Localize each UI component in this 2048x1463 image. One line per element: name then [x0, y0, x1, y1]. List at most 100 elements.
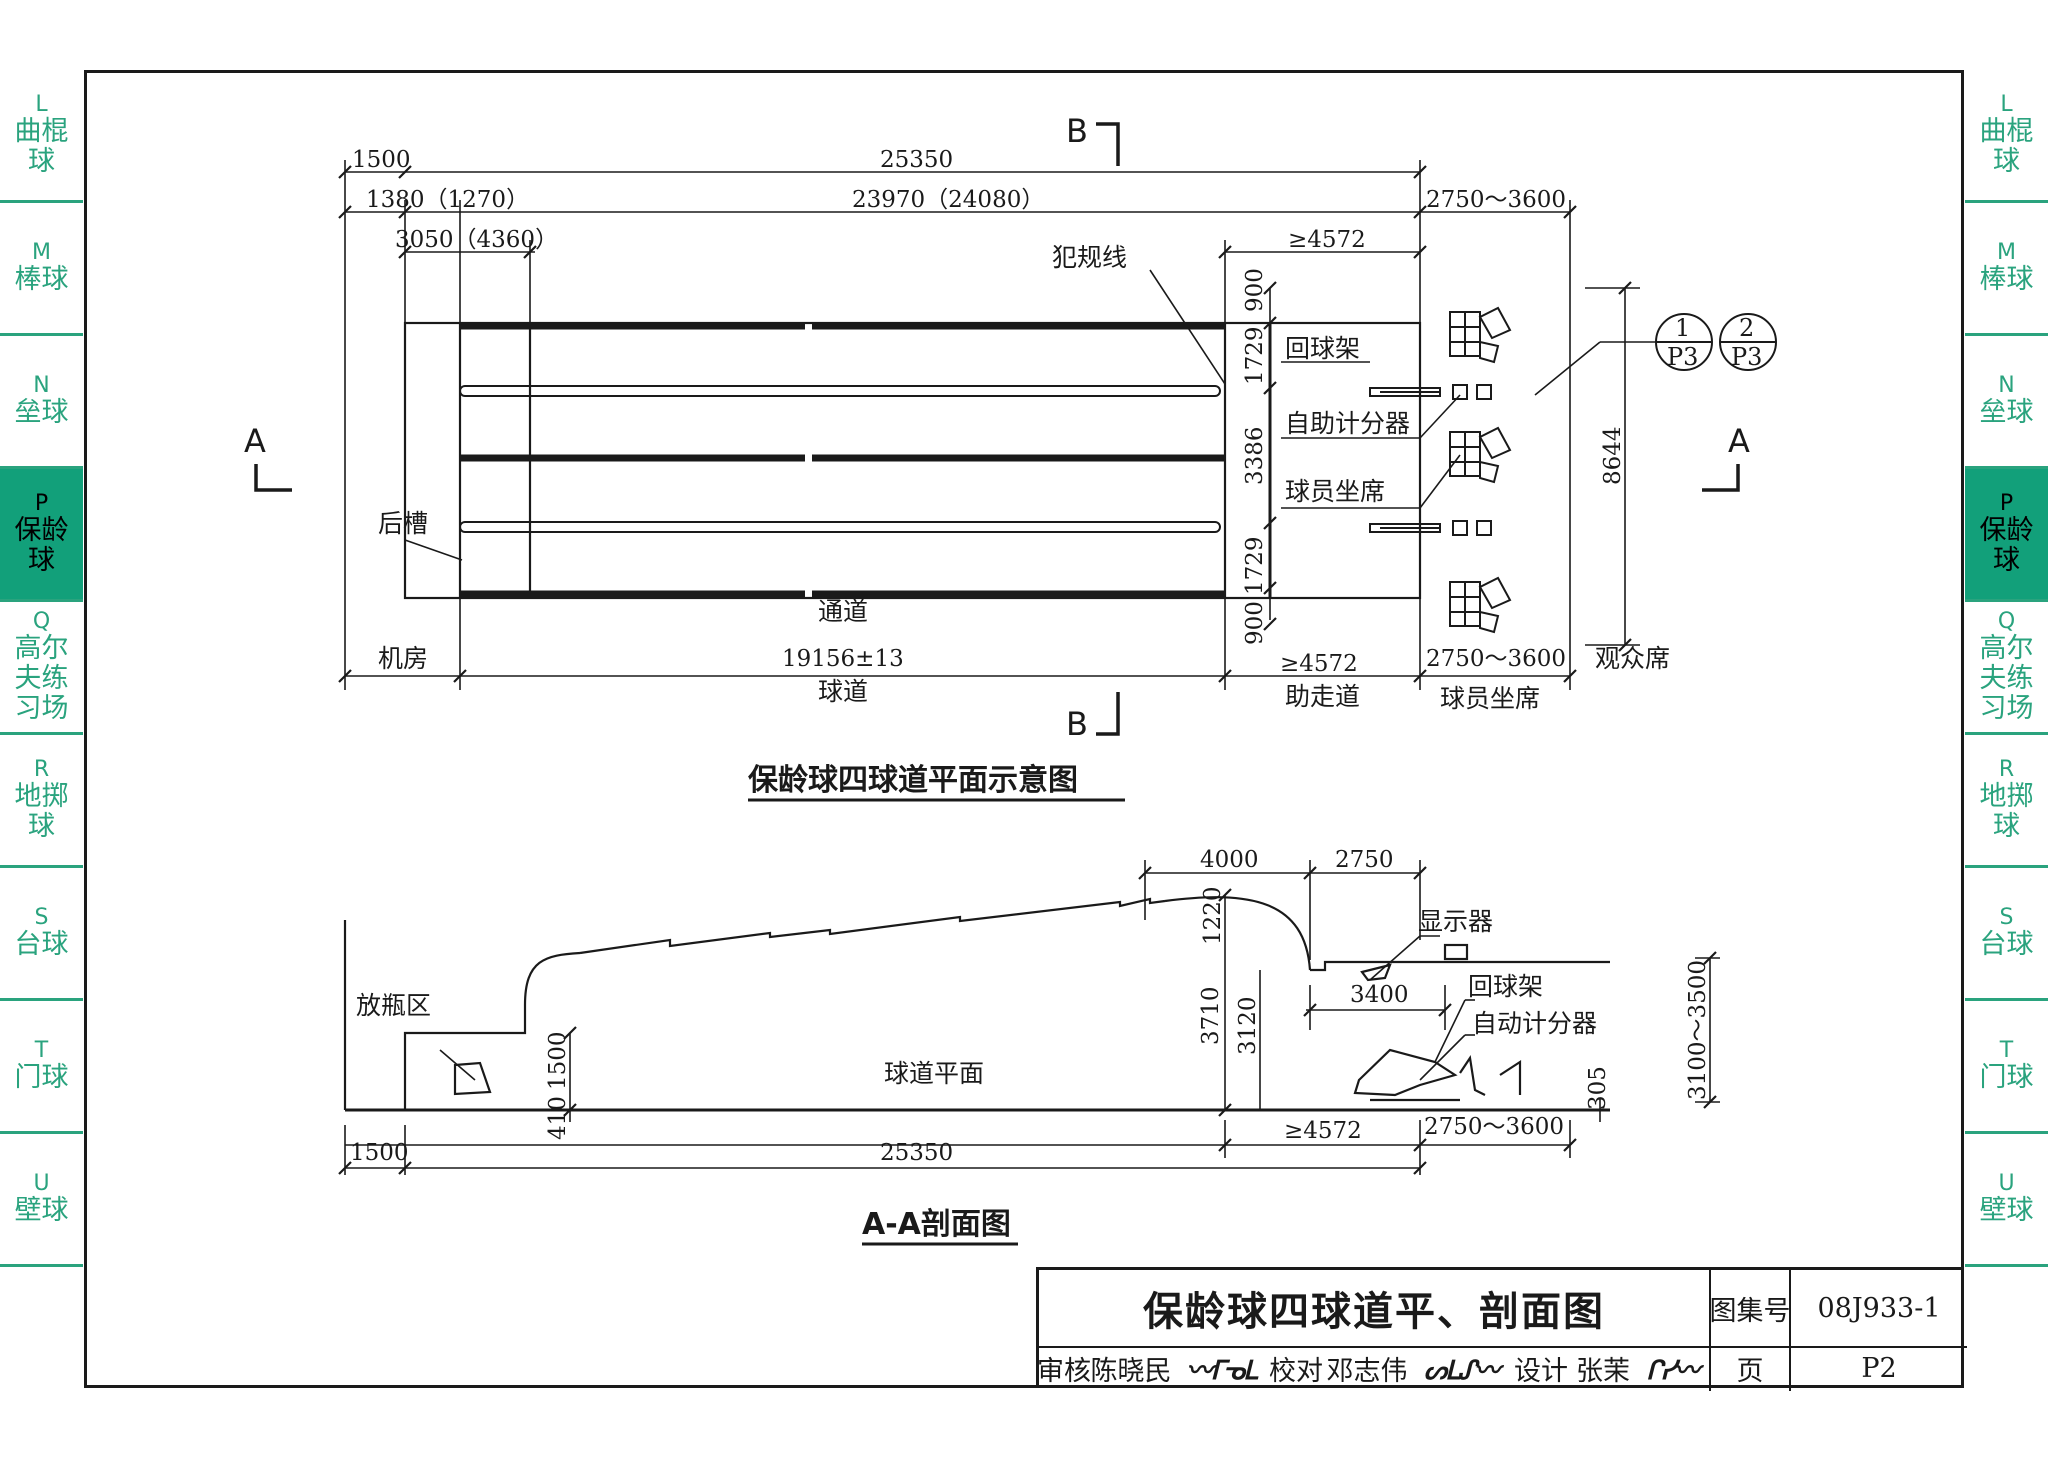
dim-1729-bot: 1729 [1242, 536, 1268, 595]
side-tab-code: U [33, 1171, 50, 1196]
dim-2750-3600-top: 2750～3600 [1426, 187, 1566, 213]
side-tab-name: 高尔夫练习场 [1979, 633, 2034, 724]
plan-caption: 保龄球四球道平面示意图 [748, 763, 1078, 798]
side-tab-code: U [1998, 1171, 2015, 1196]
side-tab-name: 壁球 [14, 1195, 69, 1226]
label-lane-surface: 球道平面 [884, 1059, 984, 1088]
side-tab-name: 棒球 [1979, 264, 2034, 295]
sec-dim-1220: 1220 [1200, 886, 1226, 945]
review-label: 审核 [1037, 1356, 1091, 1387]
dim-3386: 3386 [1242, 426, 1268, 485]
section-mark-a-right: A [1728, 422, 1750, 460]
side-tab-name: 台球 [14, 929, 69, 960]
side-tab-code: Q [32, 609, 51, 634]
side-tab-code: R [1998, 757, 2015, 782]
sec-dim-2750-3600: 2750～3600 [1424, 1114, 1564, 1140]
sec-dim-1500: 1500 [350, 1140, 409, 1166]
dim-23970: 23970（24080） [852, 187, 1044, 213]
design-label: 设计 [1514, 1356, 1568, 1387]
side-tab-name: 高尔夫练习场 [14, 633, 69, 724]
side-tab-code: S [34, 905, 49, 930]
reviewer-signature: 〰ᒥᓀᒪ [1186, 1356, 1257, 1386]
dim-3050: 3050（4360） [395, 227, 558, 253]
designer-signature: ᒋᓯ〰 [1635, 1346, 1711, 1391]
side-tab-code: Q [1997, 609, 2016, 634]
dim-19156: 19156±13 [782, 646, 904, 672]
side-tab-name: 门球 [14, 1062, 69, 1093]
page-label: 页 [1711, 1346, 1791, 1391]
side-tab-code: T [34, 1038, 49, 1063]
detail-ref-2-num: 2 [1739, 314, 1754, 342]
section-mark-b-bottom: B [1066, 705, 1088, 743]
dim-4572-bot: ≥4572 [1280, 651, 1358, 677]
designer-name: 张茉 [1576, 1356, 1630, 1387]
section-caption: A-A剖面图 [862, 1207, 1011, 1242]
dim-8644: 8644 [1600, 426, 1626, 485]
sec-dim-3710: 3710 [1198, 986, 1224, 1045]
section-mark-b-top: B [1066, 112, 1088, 150]
side-tab-name: 保龄球 [1979, 515, 2034, 576]
plan-view [254, 122, 1777, 736]
check-label: 校对 [1269, 1356, 1323, 1387]
title-block: 保龄球四球道平、剖面图 图集号 08J933-1 审核 陈晓民 〰ᒥᓀᒪ 校对 … [1036, 1267, 1967, 1391]
detail-references [1655, 313, 1777, 371]
drawing-frame [84, 70, 1964, 1388]
dim-25350: 25350 [880, 147, 953, 173]
dim-4572-top: ≥4572 [1288, 227, 1366, 253]
detail-ref-1-sheet: P3 [1667, 343, 1698, 371]
reviewer-name: 陈晓民 [1090, 1356, 1172, 1387]
page-number: P2 [1861, 1353, 1897, 1384]
sec-dim-3100-3500: 3100～3500 [1685, 960, 1711, 1100]
side-tab-code: P [34, 491, 49, 516]
section-view [343, 896, 1610, 1112]
side-tab-code: R [33, 757, 50, 782]
label-foul-line: 犯规线 [1052, 243, 1127, 272]
label-lane: 球道 [818, 677, 868, 706]
sec-dim-410: 410 [545, 1096, 571, 1140]
atlas-no-label: 图集号 [1710, 1270, 1791, 1346]
player-seats [1449, 306, 1512, 634]
sec-dim-4000: 4000 [1200, 847, 1259, 873]
side-tab-code: M [1997, 240, 2016, 265]
label-ball-return: 回球架 [1285, 334, 1360, 363]
label-aisle: 通道 [818, 597, 868, 626]
drawing-title: 保龄球四球道平、剖面图 [1039, 1270, 1711, 1346]
sec-dim-305: 305 [1585, 1066, 1611, 1110]
side-tab-code: L [35, 92, 48, 117]
title-block-divider [1039, 1346, 1967, 1348]
side-tab-name: 垒球 [14, 397, 69, 428]
dim-1729-top: 1729 [1242, 326, 1268, 385]
side-tab-name: 台球 [1979, 929, 2034, 960]
side-tab-code: N [33, 373, 50, 398]
side-tab-name: 门球 [1979, 1062, 2034, 1093]
side-tab-name: 曲棍球 [14, 116, 69, 177]
label-pit: 后槽 [378, 509, 428, 538]
label-display: 显示器 [1418, 907, 1493, 936]
side-tab-name: 曲棍球 [1979, 116, 2034, 177]
label-sec-auto-scorer: 自动计分器 [1472, 1009, 1597, 1038]
side-tab-code: M [32, 240, 51, 265]
side-tab-code: T [1999, 1038, 2014, 1063]
sec-dim-1500-vertical: 1500 [545, 1031, 571, 1090]
sec-dim-2750: 2750 [1335, 847, 1394, 873]
label-pin-area: 放瓶区 [356, 991, 431, 1020]
